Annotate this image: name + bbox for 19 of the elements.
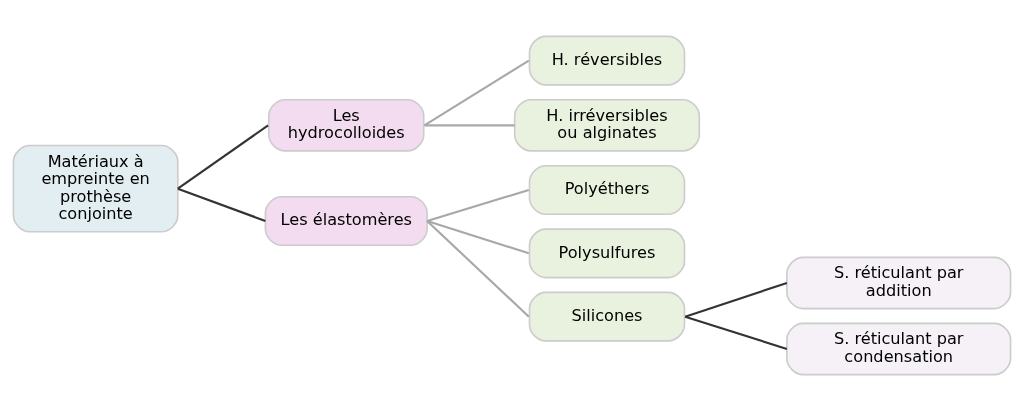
connector <box>426 188 530 223</box>
node-box: Matériaux à empreinte en prothèse conjointe <box>12 144 179 233</box>
connector <box>177 124 269 190</box>
node-box: Polysulfures <box>528 228 686 279</box>
node-box: Les hydrocolloides <box>267 98 425 152</box>
connector <box>426 220 530 318</box>
node-box: Polyéthers <box>528 164 686 216</box>
node-box: H. réversibles <box>528 35 686 86</box>
connector <box>426 219 530 255</box>
node-box: Silicones <box>528 291 686 342</box>
connector <box>684 281 788 318</box>
connector <box>423 59 530 127</box>
connector <box>177 187 266 222</box>
connector <box>684 315 788 351</box>
node-box: S. réticulant par addition <box>786 256 1012 310</box>
connector <box>424 124 515 127</box>
node-box: H. irréversibles ou alginates <box>513 98 701 152</box>
node-box: S. réticulant par condensation <box>786 322 1012 376</box>
node-box: Les élastomères <box>264 195 428 247</box>
